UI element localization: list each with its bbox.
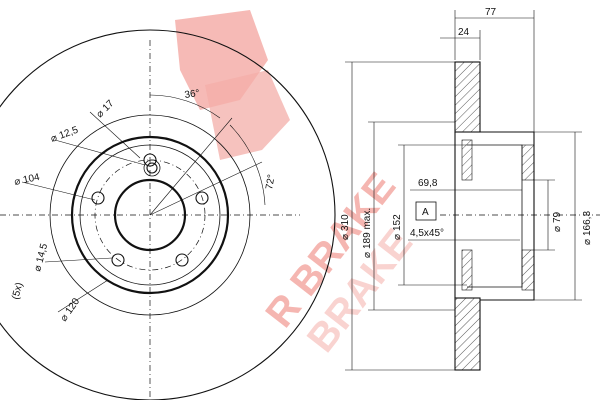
hub-face-top [521, 144, 535, 181]
dia-center-label: 152 [392, 214, 403, 231]
svg-text:⌀: ⌀ [582, 239, 593, 245]
svg-text:⌀: ⌀ [32, 264, 44, 273]
datum-label: A [422, 207, 429, 218]
dia-braking-label: 189 max. [362, 208, 373, 249]
side-view: 77 24 [340, 7, 600, 371]
friction-ring-bottom [454, 297, 481, 371]
angle-ray [149, 117, 233, 216]
leader-104 [21, 181, 96, 201]
angle-arc-72 [229, 124, 266, 206]
svg-text:⌀: ⌀ [552, 226, 563, 232]
dia-hat-label: 166,3 [582, 211, 593, 236]
dim-total-label: 77 [485, 7, 497, 18]
bolt-hole [143, 153, 157, 167]
dia-bore-label: 79 [552, 211, 563, 223]
bolt-holes [91, 153, 209, 267]
hat-wall-top [461, 139, 473, 181]
leader-120 [57, 279, 109, 313]
svg-text:⌀: ⌀ [49, 132, 58, 144]
dia-bolt-hole-label: 12,5 [58, 125, 80, 142]
leader-14-5 [44, 257, 113, 263]
dim-thickness-label: 24 [458, 27, 470, 38]
dim-hub-depth-label: 69,8 [418, 178, 438, 189]
bolt-hole [175, 253, 189, 267]
hat-outline [480, 131, 535, 301]
dia-hub-label: 120 [64, 296, 83, 316]
locating-hole [146, 162, 158, 174]
chamfer-label: 4,5x45° [410, 228, 444, 239]
hub-outer-edge [70, 135, 230, 295]
outer-disc-edge [0, 29, 336, 400]
hub-step [79, 144, 221, 286]
svg-text:⌀: ⌀ [58, 312, 70, 323]
center-bore [113, 178, 187, 252]
bolt-hole [195, 191, 209, 205]
bolt-hole [111, 253, 125, 267]
locating-hole-ring [143, 159, 161, 177]
dia-pcd-label: 104 [22, 172, 41, 186]
svg-text:⌀: ⌀ [362, 252, 373, 258]
r-brake-watermark: R BRAKE BRAKE [175, 10, 421, 360]
front-view: 36° 72° ⌀ 17 ⌀ 12,5 ⌀ 104 ⌀ 14,5 (5x) ⌀ … [0, 29, 336, 400]
leader-12-5 [54, 139, 146, 166]
bolt-circle [94, 159, 206, 271]
leader-17 [89, 111, 141, 159]
stud-count-label: (5x) [10, 281, 25, 300]
friction-inner-edge [49, 114, 251, 316]
friction-ring-top [454, 61, 481, 133]
svg-text:⌀: ⌀ [13, 176, 21, 188]
svg-text:⌀: ⌀ [340, 234, 351, 240]
datum-box [415, 201, 437, 221]
dia-small-hole-label: 17 [101, 98, 117, 114]
dia-stud-label: 14,5 [35, 242, 51, 264]
dia-outer-label: 310 [340, 214, 351, 231]
angle-bolt-label: 36° [184, 88, 201, 101]
angle-ray [149, 161, 263, 216]
angle-vent-label: 72° [264, 174, 277, 191]
svg-text:⌀: ⌀ [392, 234, 403, 240]
hub-face-bottom [521, 249, 535, 291]
hat-inner [467, 144, 523, 288]
angle-arc-36 [149, 94, 221, 119]
bolt-hole [91, 191, 105, 205]
hat-wall-bottom [461, 249, 473, 291]
